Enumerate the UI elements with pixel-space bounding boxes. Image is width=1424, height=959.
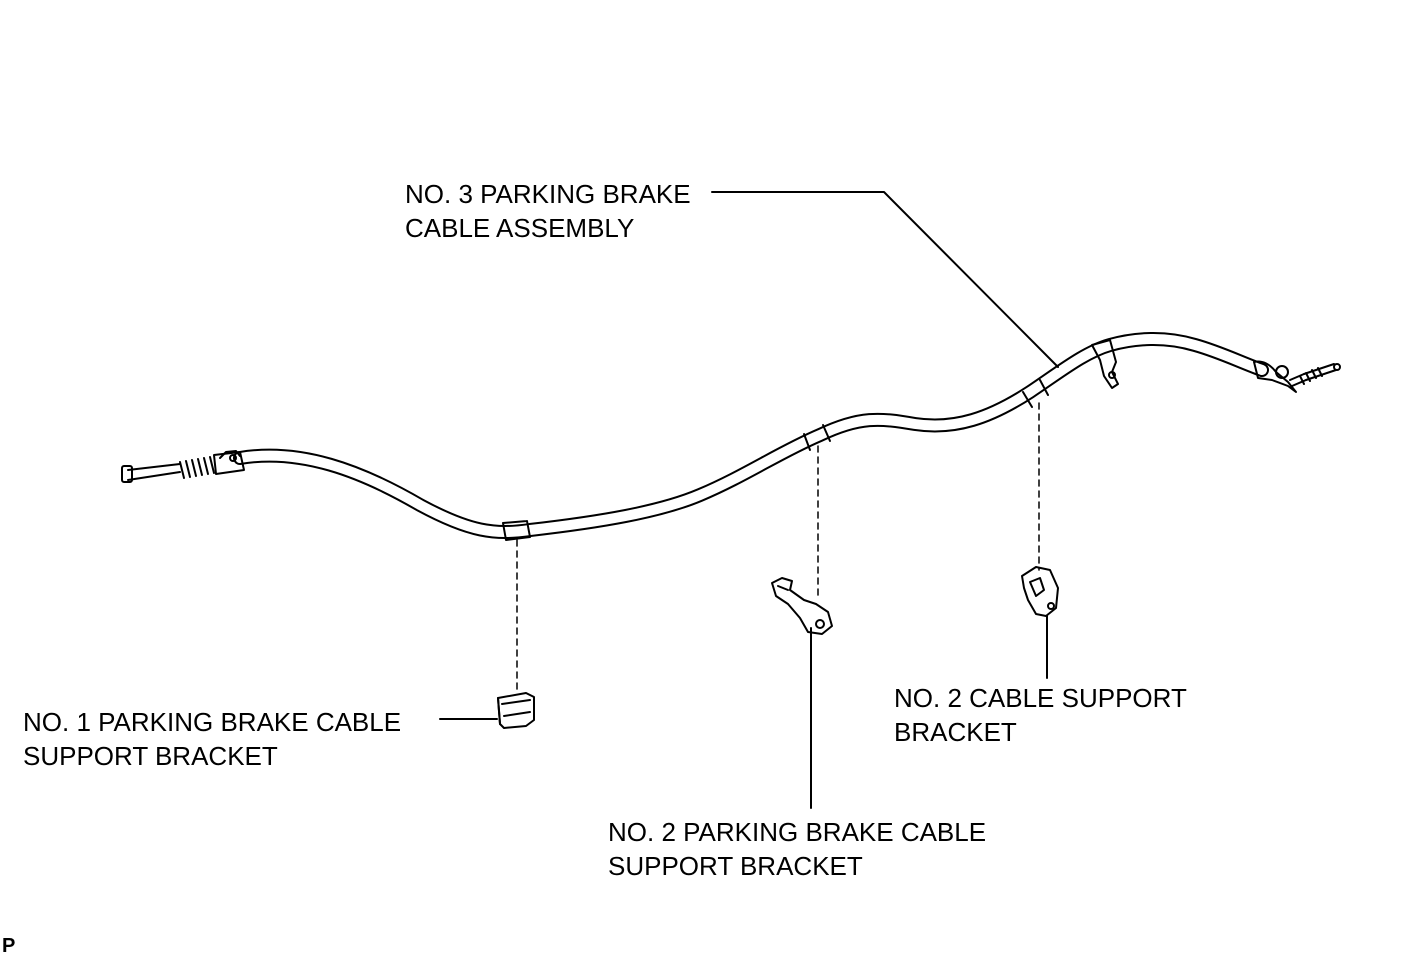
no2-parking-brake-bracket-icon (771, 577, 833, 635)
no1-bracket-label-line1: NO. 1 PARKING BRAKE CABLE (23, 707, 402, 737)
right-cable-end-fitting (1253, 360, 1341, 393)
cable-body (233, 332, 1269, 539)
no1-bracket-label: NO. 1 PARKING BRAKE CABLE SUPPORT BRACKE… (23, 705, 401, 773)
cable-clip (1091, 339, 1119, 389)
guide-lines (516, 402, 1040, 695)
cable-bands (502, 379, 1049, 541)
no2-cable-support-bracket-label: NO. 2 CABLE SUPPORT BRACKET (894, 681, 1187, 749)
no1-bracket-label-line2: SUPPORT BRACKET (23, 741, 278, 771)
no2-cable-support-bracket-label-line1: NO. 2 CABLE SUPPORT (894, 683, 1187, 713)
no2-cable-support-bracket-label-line2: BRACKET (894, 717, 1017, 747)
no2-cable-support-bracket-icon (1021, 566, 1059, 617)
no2-parking-brake-bracket-label-line1: NO. 2 PARKING BRAKE CABLE (608, 817, 987, 847)
no1-bracket-icon (497, 692, 535, 729)
no2-parking-brake-bracket-label-line2: SUPPORT BRACKET (608, 851, 863, 881)
cable-assembly-label: NO. 3 PARKING BRAKE CABLE ASSEMBLY (405, 177, 691, 245)
leader-lines (439, 191, 1059, 809)
figure-code: P (2, 935, 16, 957)
no2-parking-brake-bracket-label: NO. 2 PARKING BRAKE CABLE SUPPORT BRACKE… (608, 815, 986, 883)
cable-assembly-label-line1: NO. 3 PARKING BRAKE (405, 179, 691, 209)
cable-assembly-label-line2: CABLE ASSEMBLY (405, 213, 635, 243)
left-cable-end-fitting (121, 450, 245, 483)
